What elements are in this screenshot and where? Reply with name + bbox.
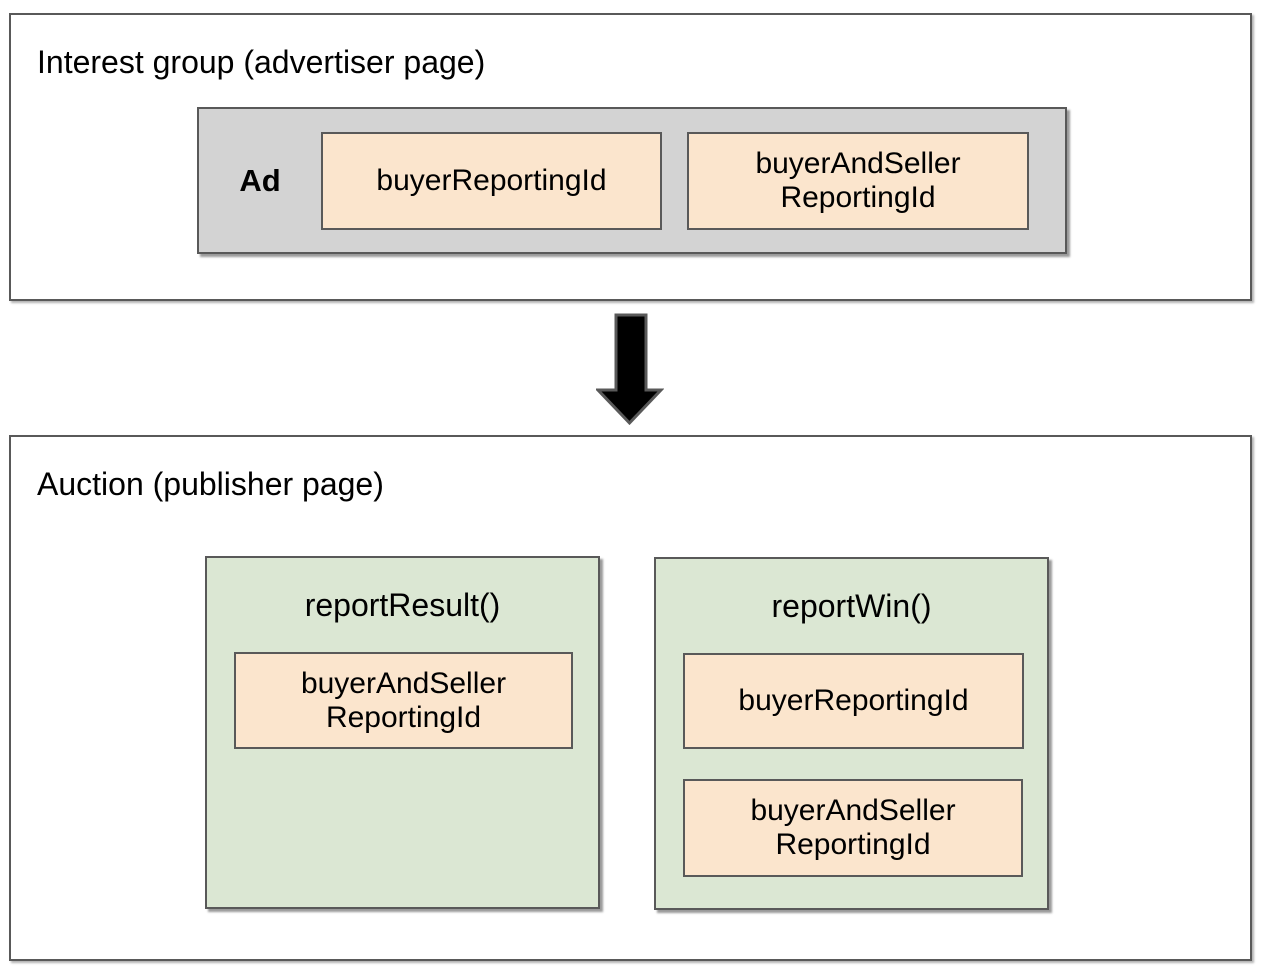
ad-label: Ad: [239, 162, 281, 198]
ad-container: Ad buyerReportingId buyerAndSeller Repor…: [197, 107, 1067, 254]
buyer-and-seller-reporting-id-chip: buyerAndSeller ReportingId: [683, 779, 1023, 877]
buyer-reporting-id-chip: buyerReportingId: [321, 131, 662, 230]
interest-group-section: Interest group (advertiser page) Ad buye…: [9, 13, 1252, 301]
report-win-title: reportWin(): [771, 588, 932, 624]
buyer-and-seller-reporting-id-chip: buyerAndSeller ReportingId: [234, 652, 573, 749]
report-result-box: reportResult() buyerAndSeller ReportingI…: [205, 556, 600, 909]
buyer-reporting-id-chip: buyerReportingId: [683, 653, 1024, 749]
interest-group-title: Interest group (advertiser page): [37, 44, 486, 80]
buyer-and-seller-reporting-id-chip: buyerAndSeller ReportingId: [687, 131, 1029, 230]
report-win-box: reportWin() buyerReportingId buyerAndSel…: [654, 557, 1049, 910]
down-arrow-icon: [596, 313, 664, 426]
auction-section: Auction (publisher page) reportResult() …: [9, 435, 1252, 961]
report-result-title: reportResult(): [304, 587, 501, 623]
auction-title: Auction (publisher page): [37, 466, 384, 502]
